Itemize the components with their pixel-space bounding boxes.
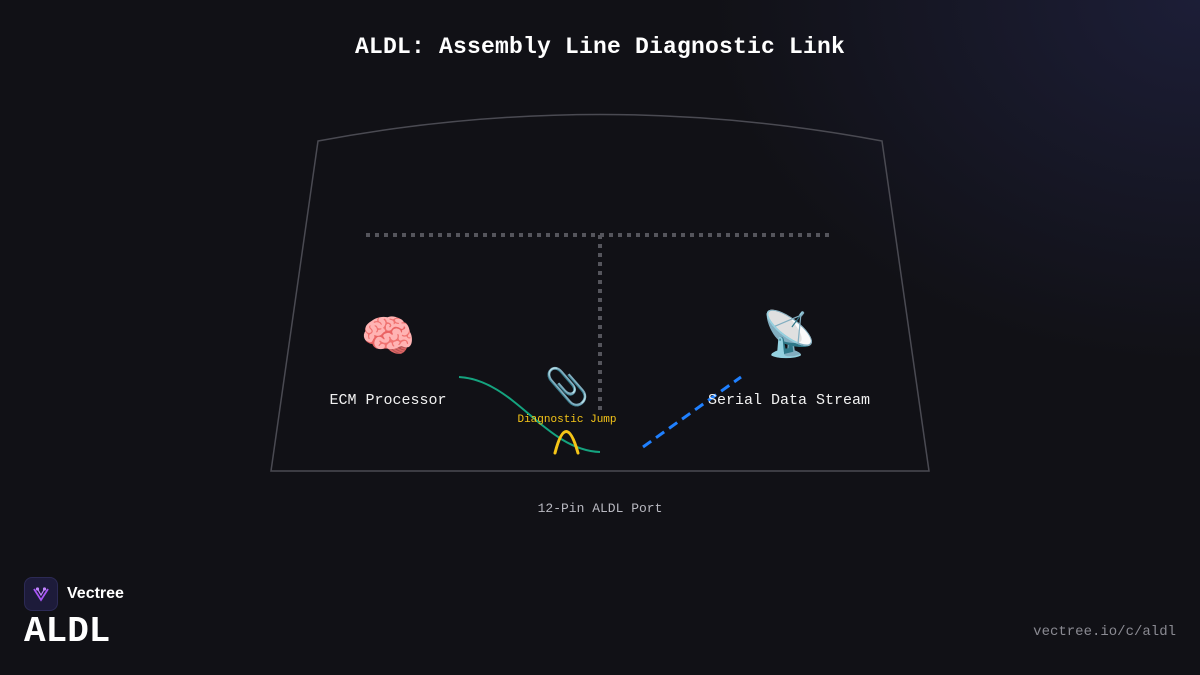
ecm-processor-label: ECM Processor [329, 392, 447, 409]
diagnostic-jump-label: Diagnostic Jump [517, 414, 617, 426]
brain-icon: 🧠 [360, 315, 416, 365]
jump-arch [553, 430, 580, 455]
topic-title: ALDL [24, 611, 111, 652]
satellite-dish-icon: 📡 [761, 313, 817, 363]
serial-wire [642, 375, 742, 449]
source-url[interactable]: vectree.io/c/aldl [1033, 624, 1176, 640]
ecm-wire [458, 376, 601, 453]
brand-name: Vectree [67, 585, 124, 602]
port-label: 12-Pin ALDL Port [537, 501, 663, 516]
vectree-logo-icon [24, 577, 58, 611]
brand: Vectree [24, 577, 124, 611]
port-outline [270, 113, 930, 472]
serial-data-stream-label: Serial Data Stream [707, 392, 871, 409]
paperclip-icon: 📎 [544, 369, 590, 410]
page-title: ALDL: Assembly Line Diagnostic Link [354, 34, 846, 60]
